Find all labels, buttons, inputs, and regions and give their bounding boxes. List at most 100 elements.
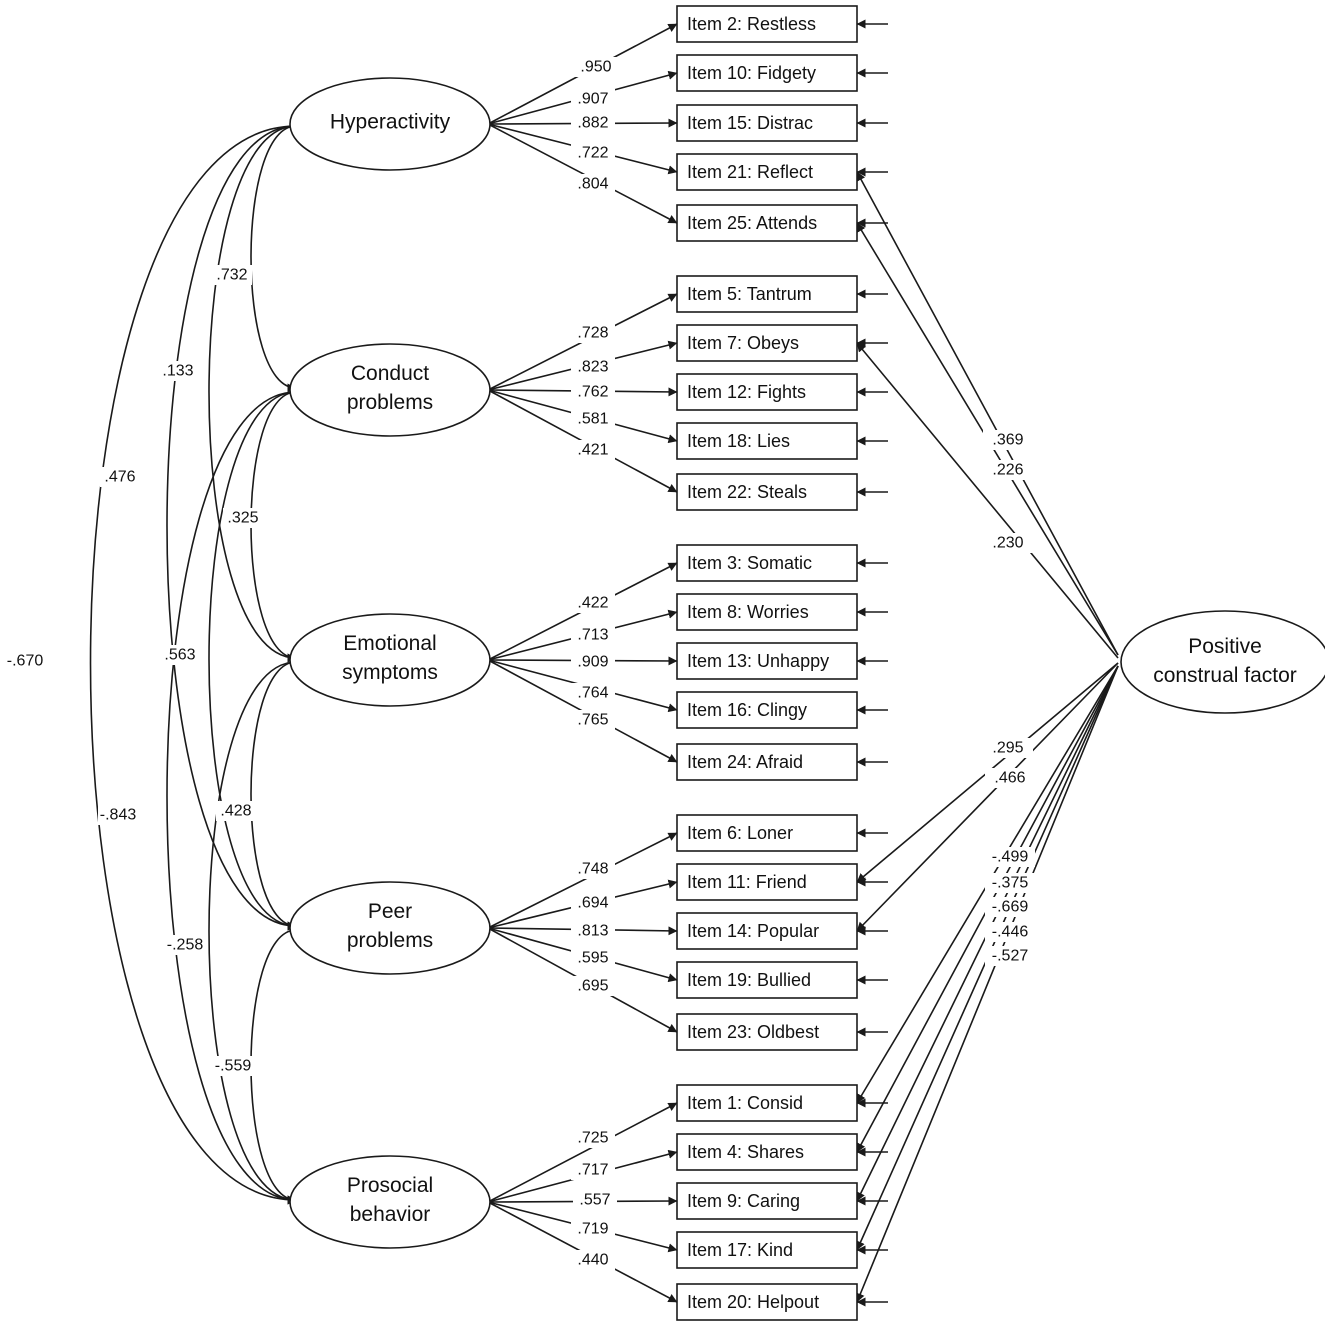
correlation-label-hyp-emo: .133 [162,363,193,380]
correlation-path-hyp-emo [208,121,305,663]
loading-label-bg [571,143,615,163]
method-label-bg [983,430,1033,450]
method-label-bg [983,738,1033,758]
item-label-item-7-obeys: Item 7: Obeys [687,333,799,353]
loading-label-item-21-reflect: .722 [577,145,608,162]
item-box-item-6-loner [676,814,858,852]
method-label-bg [983,533,1033,553]
correlation-path-emo-peer [250,657,305,931]
correlation-path-con-peer [208,387,305,931]
method-loading-label-item-14-popular: .466 [994,770,1025,787]
correlation-label-bg [213,1056,253,1076]
loading-label-item-17-kind: .719 [577,1221,608,1238]
correlation-path-hyp-con [250,121,305,393]
correlation-label-bg [216,801,256,821]
item-box-item-1-consid [676,1084,858,1122]
loading-label-bg [571,683,615,703]
correlation-label-bg [98,805,138,825]
loading-label-bg [571,976,615,996]
method-loading-label-item-17-kind: -.446 [992,924,1029,941]
loading-label-bg [571,323,615,343]
loading-label-item-2-restless: .950 [580,59,611,76]
item-label-item-6-loner: Item 6: Loner [687,823,793,843]
loading-label-item-15-distrac: .882 [577,115,608,132]
method-loading-label-item-7-obeys: .230 [992,535,1023,552]
loading-label-bg [571,357,615,377]
loading-label-bg [571,440,615,460]
item-label-item-21-reflect: Item 21: Reflect [687,162,813,182]
loading-label-bg [571,859,615,879]
method-label-bg [985,922,1035,942]
loading-label-bg [571,89,615,109]
correlation-label-hyp-con: .732 [216,267,247,284]
item-box-item-22-steals [676,473,858,511]
item-box-item-7-obeys [676,324,858,362]
correlation-label-bg [212,265,252,285]
correlation-path-hyp-pro [89,121,305,1205]
method-path-item-21-reflect [856,171,1119,656]
factor-label-hyp: Hyperactivity [330,111,451,134]
loading-label-bg [571,1219,615,1239]
item-box-item-13-unhappy [676,642,858,680]
item-box-item-14-popular [676,912,858,950]
loading-label-item-18-lies: .581 [577,411,608,428]
item-box-item-4-shares [676,1133,858,1171]
loading-label-item-12-fights: .762 [577,384,608,401]
factor-ellipse-peer [289,881,491,975]
loading-label-item-23-oldbest: .695 [577,978,608,995]
correlation-label-con-peer: .563 [164,647,195,664]
factor-label-pro: behavior [350,1203,431,1226]
method-label-bg [985,897,1035,917]
item-box-item-5-tantrum [676,275,858,313]
loading-label-item-14-popular: .813 [577,923,608,940]
loading-label-item-16-clingy: .764 [577,685,608,702]
item-box-item-20-helpout [676,1283,858,1321]
loading-label-bg [571,174,615,194]
error-arrow-layer [856,19,888,1307]
factor-label-con: Conduct [351,362,429,385]
correlation-label-bg [158,361,198,381]
method-loading-label-item-1-consid: -.499 [992,849,1029,866]
method-path-item-14-popular [856,662,1119,932]
correlation-path-con-pro [166,387,305,1205]
correlation-label-hyp-peer: .476 [104,469,135,486]
loading-label-item-5-tantrum: .728 [577,325,608,342]
loading-label-item-1-consid: .725 [577,1130,608,1147]
loading-label-bg [571,382,615,402]
factor-ellipse-con [289,343,491,437]
loading-label-bg [571,409,615,429]
factor-label-emo: Emotional [343,632,436,655]
method-factor-label: Positive [1188,635,1262,658]
loading-label-bg [571,652,615,672]
item-label-item-19-bullied: Item 19: Bullied [687,970,811,990]
item-label-item-8-worries: Item 8: Worries [687,602,809,622]
factor-label-peer: Peer [368,900,412,923]
method-label-bg [985,873,1035,893]
item-label-item-16-clingy: Item 16: Clingy [687,700,807,720]
method-factor-ellipse [1120,610,1325,714]
loading-label-item-25-attends: .804 [577,176,608,193]
factor-ellipse-pro [289,1155,491,1249]
item-label-item-4-shares: Item 4: Shares [687,1142,804,1162]
loading-label-item-13-unhappy: .909 [577,654,608,671]
method-loading-label-item-4-shares: -.375 [992,875,1029,892]
factor-ellipse-hyp [289,77,491,171]
item-label-item-24-afraid: Item 24: Afraid [687,752,803,772]
correlation-label-emo-pro: -.258 [167,937,204,954]
loading-label-bg [574,57,618,77]
loading-label-item-19-bullied: .595 [577,950,608,967]
item-box-item-8-worries [676,593,858,631]
correlation-label-hyp-pro: -.670 [7,653,44,670]
factor-label-peer: problems [347,929,433,952]
item-box-item-18-lies [676,422,858,460]
loading-label-bg [571,1160,615,1180]
item-box-item-11-friend [676,863,858,901]
loading-label-item-8-worries: .713 [577,627,608,644]
method-label-bg [985,768,1035,788]
method-label-bg [983,460,1033,480]
item-box-item-19-bullied [676,961,858,999]
loading-label-item-7-obeys: .823 [577,359,608,376]
correlation-path-emo-pro [208,657,305,1205]
